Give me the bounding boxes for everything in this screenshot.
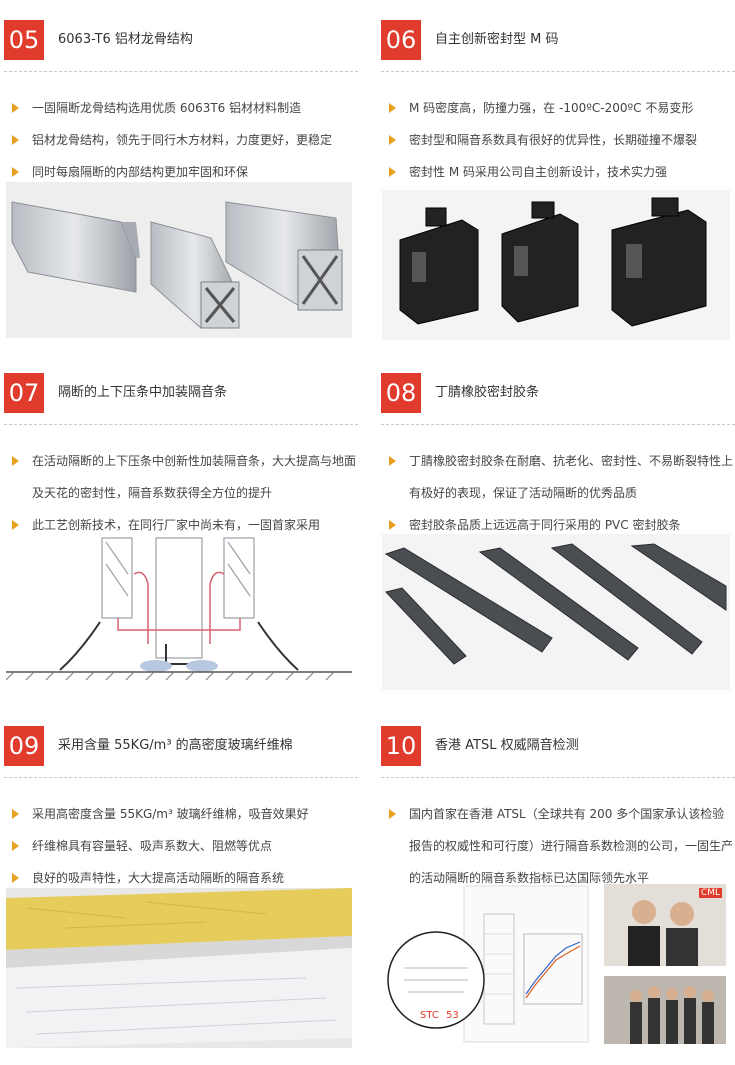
section-10: 10 香港 ATSL 权威隔音检测 国内首家在香港 ATSL（全球共有 200 … [381,726,735,885]
section-header: 07 隔断的上下压条中加装隔音条 [4,373,358,413]
section-title: 6063-T6 铝材龙骨结构 [58,32,193,47]
bullet-item: 铝材龙骨结构，领先于同行木方材料，力度更好，更稳定 [4,124,358,156]
test-report-image: STC 53 [384,884,590,1044]
triangle-bullet-icon [12,873,19,883]
triangle-bullet-icon [389,809,396,819]
inspection-photo-bottom [604,976,726,1044]
m-code-seal-image [382,190,730,340]
triangle-bullet-icon [12,520,19,530]
stc-label: STC [420,1010,439,1021]
triangle-bullet-icon [12,809,19,819]
section-header: 05 6063-T6 铝材龙骨结构 [4,20,358,60]
bullet-item: 同时每扇隔断的内部结构更加牢固和环保 [4,156,358,188]
bullet-list: M 码密度高，防撞力强，在 -100ºC-200ºC 不易变形 密封型和隔音系数… [381,92,735,188]
divider [381,777,735,778]
section-header: 10 香港 ATSL 权威隔音检测 [381,726,735,766]
bullet-item: 国内首家在香港 ATSL（全球共有 200 多个国家承认该检验报告的权威性和可行… [381,798,735,894]
bullet-item: 丁腈橡胶密封胶条在耐磨、抗老化、密封性、不易断裂特性上有极好的表现，保证了活动隔… [381,445,735,509]
triangle-bullet-icon [389,520,396,530]
section-title: 自主创新密封型 M 码 [435,32,559,47]
inspection-photo-top: CML [604,884,726,966]
bullet-list: 一固隔断龙骨结构选用优质 6063T6 铝材材料制造 铝材龙骨结构，领先于同行木… [4,92,358,188]
aluminum-profile-image [6,182,352,338]
triangle-bullet-icon [389,135,396,145]
bullet-list: 国内首家在香港 ATSL（全球共有 200 多个国家承认该检验报告的权威性和可行… [381,798,735,894]
section-09: 09 采用含量 55KG/m³ 的高密度玻璃纤维棉 采用高密度含量 55KG/m… [4,726,358,885]
bullet-list: 丁腈橡胶密封胶条在耐磨、抗老化、密封性、不易断裂特性上有极好的表现，保证了活动隔… [381,445,735,541]
section-number: 05 [4,20,44,60]
divider [4,71,358,72]
triangle-bullet-icon [12,841,19,851]
section-07: 07 隔断的上下压条中加装隔音条 在活动隔断的上下压条中创新性加装隔音条，大大提… [4,373,358,532]
bullet-list: 采用高密度含量 55KG/m³ 玻璃纤维棉，吸音效果好 纤维棉具有容量轻、吸声系… [4,798,358,894]
bullet-item: 一固隔断龙骨结构选用优质 6063T6 铝材材料制造 [4,92,358,124]
bullet-list: 在活动隔断的上下压条中创新性加装隔音条，大大提高与地面及天花的密封性，隔音系数获… [4,445,358,541]
section-header: 09 采用含量 55KG/m³ 的高密度玻璃纤维棉 [4,726,358,766]
triangle-bullet-icon [389,103,396,113]
section-number: 06 [381,20,421,60]
bullet-item: 良好的吸声特性，大大提高活动隔断的隔音系统 [4,862,358,894]
triangle-bullet-icon [12,167,19,177]
section-number: 10 [381,726,421,766]
triangle-bullet-icon [12,103,19,113]
cml-logo: CML [698,888,722,898]
section-number: 09 [4,726,44,766]
bullet-item: M 码密度高，防撞力强，在 -100ºC-200ºC 不易变形 [381,92,735,124]
bullet-item: 纤维棉具有容量轻、吸声系数大、阻燃等优点 [4,830,358,862]
glass-fiber-wool-image [6,888,352,1048]
triangle-bullet-icon [12,135,19,145]
bullet-item: 在活动隔断的上下压条中创新性加装隔音条，大大提高与地面及天花的密封性，隔音系数获… [4,445,358,509]
section-header: 08 丁腈橡胶密封胶条 [381,373,735,413]
divider [381,424,735,425]
triangle-bullet-icon [389,456,396,466]
divider [381,71,735,72]
triangle-bullet-icon [12,456,19,466]
section-title: 隔断的上下压条中加装隔音条 [58,385,228,400]
divider [4,424,358,425]
divider [4,777,358,778]
section-05: 05 6063-T6 铝材龙骨结构 一固隔断龙骨结构选用优质 6063T6 铝材… [4,20,358,179]
section-08: 08 丁腈橡胶密封胶条 丁腈橡胶密封胶条在耐磨、抗老化、密封性、不易断裂特性上有… [381,373,735,532]
section-06: 06 自主创新密封型 M 码 M 码密度高，防撞力强，在 -100ºC-200º… [381,20,735,179]
section-header: 06 自主创新密封型 M 码 [381,20,735,60]
section-title: 丁腈橡胶密封胶条 [435,385,540,400]
seal-strip-diagram [6,534,352,690]
bullet-item: 密封性 M 码采用公司自主创新设计，技术实力强 [381,156,735,188]
rubber-seal-strip-image [382,534,730,690]
bullet-item: 采用高密度含量 55KG/m³ 玻璃纤维棉，吸音效果好 [4,798,358,830]
section-title: 香港 ATSL 权威隔音检测 [435,738,579,753]
bullet-item: 密封胶条品质上远远高于同行采用的 PVC 密封胶条 [381,509,735,541]
section-number: 08 [381,373,421,413]
bullet-item: 密封型和隔音系数具有很好的优异性，长期碰撞不爆裂 [381,124,735,156]
bullet-item: 此工艺创新技术，在同行厂家中尚未有，一固首家采用 [4,509,358,541]
stc-value: 53 [446,1010,459,1021]
section-number: 07 [4,373,44,413]
triangle-bullet-icon [389,167,396,177]
section-title: 采用含量 55KG/m³ 的高密度玻璃纤维棉 [58,738,293,753]
